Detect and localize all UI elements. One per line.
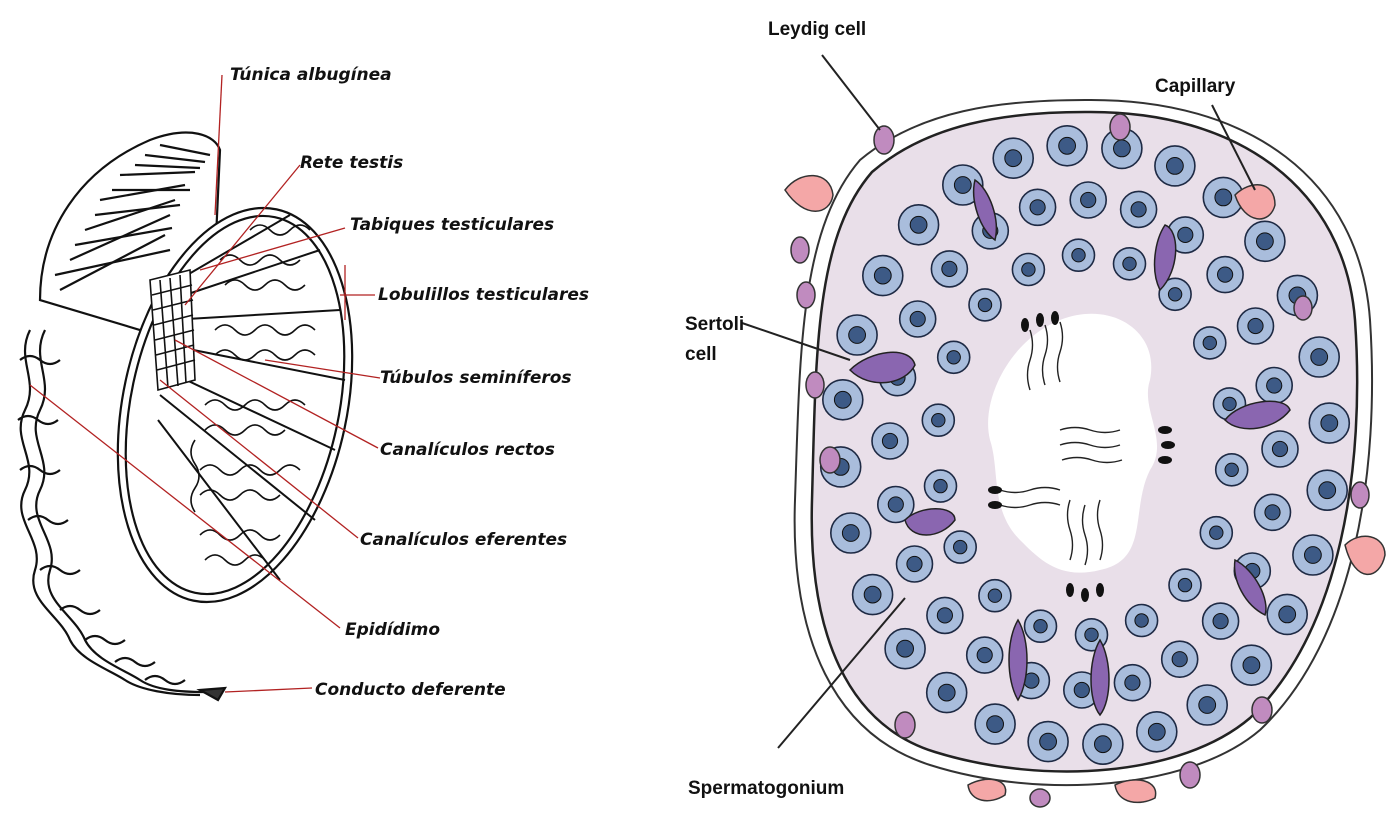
germ-cell-nucleus bbox=[934, 479, 947, 492]
germ-cell-nucleus bbox=[988, 589, 1001, 602]
germ-cell-nucleus bbox=[1074, 682, 1089, 697]
germ-cell-nucleus bbox=[1022, 263, 1035, 276]
germ-cell-nucleus bbox=[907, 556, 922, 571]
rete-testis bbox=[150, 270, 195, 390]
testis-diagram: Túnica albugínea Rete testis Tabiques te… bbox=[18, 65, 589, 700]
germ-cell-nucleus bbox=[849, 327, 866, 344]
germ-cell-nucleus bbox=[932, 414, 945, 427]
tubule-cross-section: Leydig cell Capillary Sertoli cell Sperm… bbox=[685, 19, 1385, 807]
germ-cell-nucleus bbox=[1072, 249, 1085, 262]
germ-cell-nucleus bbox=[1081, 192, 1096, 207]
germ-cell-nucleus bbox=[1178, 578, 1191, 591]
germ-cell-nucleus bbox=[1218, 267, 1233, 282]
germ-cell-nucleus bbox=[1305, 547, 1322, 564]
germ-cell-nucleus bbox=[1311, 349, 1328, 366]
germ-cell-nucleus bbox=[1243, 657, 1260, 674]
germ-cell-nucleus bbox=[954, 540, 967, 553]
germ-cell-nucleus bbox=[1321, 415, 1338, 432]
label-capillary: Capillary bbox=[1155, 76, 1236, 97]
germ-cell-nucleus bbox=[937, 608, 952, 623]
label-tabiques-testiculares: Tabiques testiculares bbox=[350, 215, 554, 235]
germ-cell-nucleus bbox=[1148, 723, 1165, 740]
label-canaliculos-rectos: Canalículos rectos bbox=[380, 440, 555, 460]
germ-cell-nucleus bbox=[1085, 628, 1098, 641]
germ-cell-nucleus bbox=[1213, 614, 1228, 629]
germ-cell-nucleus bbox=[897, 640, 914, 657]
label-spermatogonium: Spermatogonium bbox=[688, 778, 844, 799]
label-lobulillos-testiculares: Lobulillos testiculares bbox=[378, 285, 589, 305]
germ-cell-nucleus bbox=[1319, 482, 1336, 499]
label-tunica-albuginea: Túnica albugínea bbox=[230, 65, 392, 85]
germ-cell-nucleus bbox=[1223, 397, 1236, 410]
germ-cell-nucleus bbox=[1125, 675, 1140, 690]
germ-cell-nucleus bbox=[1114, 140, 1131, 157]
germ-cell-nucleus bbox=[1034, 620, 1047, 633]
germ-cell-nucleus bbox=[910, 216, 927, 233]
germ-cell-nucleus bbox=[1178, 227, 1193, 242]
germ-cell-nucleus bbox=[1215, 189, 1232, 206]
germ-cell-nucleus bbox=[1005, 150, 1022, 167]
germ-cell-nucleus bbox=[1210, 526, 1223, 539]
germ-cell-nucleus bbox=[1059, 137, 1076, 154]
germ-cell-nucleus bbox=[1265, 505, 1280, 520]
germ-cell-nucleus bbox=[1167, 158, 1184, 175]
germ-cell-nucleus bbox=[1248, 318, 1263, 333]
label-canaliculos-eferentes: Canalículos eferentes bbox=[360, 530, 567, 550]
label-rete-testis: Rete testis bbox=[300, 153, 403, 173]
germ-cell-nucleus bbox=[1172, 652, 1187, 667]
germ-cell-nucleus bbox=[910, 311, 925, 326]
germ-cell-nucleus bbox=[864, 586, 881, 603]
germ-cell-nucleus bbox=[987, 716, 1004, 733]
germ-cell-nucleus bbox=[938, 684, 955, 701]
germ-cell-nucleus bbox=[947, 351, 960, 364]
germ-cell-nucleus bbox=[874, 267, 891, 284]
germ-cell-nucleus bbox=[1123, 257, 1136, 270]
germ-cell-nucleus bbox=[1168, 288, 1181, 301]
label-epididimo: Epidídimo bbox=[345, 620, 440, 640]
germ-cell-nucleus bbox=[1279, 606, 1296, 623]
germ-cell-nucleus bbox=[842, 525, 859, 542]
germ-cell-nucleus bbox=[1257, 233, 1274, 250]
germ-cell-nucleus bbox=[977, 648, 992, 663]
label-tubulos-seminiferos: Túbulos seminíferos bbox=[380, 368, 572, 388]
germ-cell-nucleus bbox=[1203, 336, 1216, 349]
label-conducto-deferente: Conducto deferente bbox=[315, 680, 506, 700]
label-leydig-cell: Leydig cell bbox=[768, 19, 866, 40]
germ-cell-nucleus bbox=[1272, 441, 1287, 456]
germ-cell-nucleus bbox=[1131, 202, 1146, 217]
germ-cell-nucleus bbox=[1267, 378, 1282, 393]
germ-cell-nucleus bbox=[882, 433, 897, 448]
germ-cell-nucleus bbox=[1040, 733, 1057, 750]
germ-cell-nucleus bbox=[1199, 697, 1216, 714]
germ-cell-nucleus bbox=[1095, 736, 1112, 753]
germ-cell-nucleus bbox=[1135, 614, 1148, 627]
germ-cell-nucleus bbox=[978, 298, 991, 311]
germ-cell-nucleus bbox=[942, 261, 957, 276]
germ-cell-nucleus bbox=[954, 177, 971, 194]
germ-cell-nucleus bbox=[1030, 200, 1045, 215]
label-sertoli-line2: cell bbox=[685, 344, 717, 365]
label-sertoli-line1: Sertoli bbox=[685, 314, 744, 335]
germ-cell-nucleus bbox=[834, 391, 851, 408]
germ-cell-nucleus bbox=[888, 497, 903, 512]
germ-cell-nucleus bbox=[1225, 463, 1238, 476]
